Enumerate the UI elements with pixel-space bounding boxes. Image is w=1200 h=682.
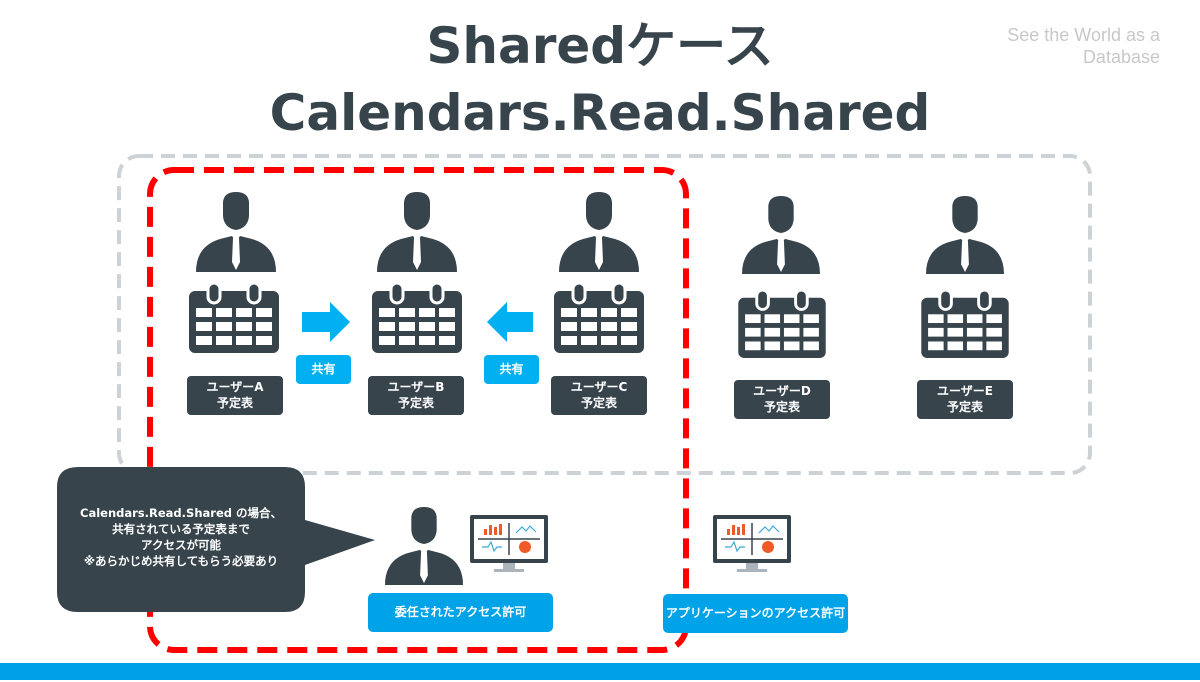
- delegated-permission-button[interactable]: 委任されたアクセス許可: [368, 593, 553, 632]
- footer-bar: [0, 663, 1200, 680]
- calendar-icon: [920, 290, 1010, 358]
- speech-bubble: [57, 467, 375, 612]
- all-users-frame: [117, 154, 1092, 475]
- title-line-2: Calendars.Read.Shared: [269, 84, 931, 142]
- calendar-icon: [372, 283, 462, 353]
- person-icon: [196, 192, 276, 272]
- share-badge: 共有: [484, 355, 539, 384]
- speech-bubble-text: Calendars.Read.Shared の場合、共有されている予定表までアク…: [80, 506, 282, 568]
- share-badge: 共有: [296, 355, 351, 384]
- tagline: See the World as a Database: [1007, 25, 1160, 67]
- person-icon: [385, 507, 463, 585]
- person-icon: [559, 192, 639, 272]
- person-icon: [926, 196, 1004, 274]
- calendar-icon: [554, 283, 644, 353]
- calendar-icon: [189, 283, 279, 353]
- person-icon: [742, 196, 820, 274]
- monitor-dashboard-icon: [470, 515, 548, 573]
- person-icon: [377, 192, 457, 272]
- share-arrow-right-icon: [302, 302, 350, 342]
- application-permission-button[interactable]: アプリケーションのアクセス許可: [663, 594, 848, 633]
- title-line-1: Sharedケース: [426, 17, 774, 75]
- shared-scope-frame: [147, 167, 689, 653]
- calendar-icon: [737, 290, 827, 358]
- monitor-dashboard-icon: [713, 515, 791, 573]
- share-arrow-left-icon: [487, 302, 533, 342]
